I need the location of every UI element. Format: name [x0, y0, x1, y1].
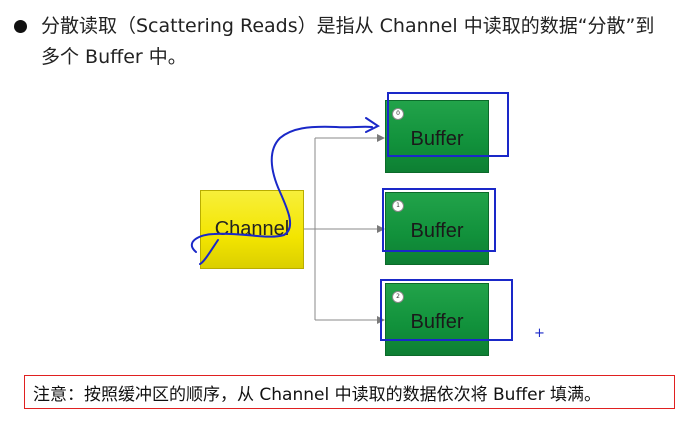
buffer-index-badge-2: 2 — [392, 291, 404, 303]
buffer-index-badge-0: 0 — [392, 108, 404, 120]
buffer-label-0: Buffer — [410, 128, 464, 150]
annotation-plus-mark: + — [534, 326, 545, 341]
buffer-node-1: 1 Buffer — [385, 192, 489, 265]
buffer-node-0: 0 Buffer — [385, 100, 489, 173]
note-callout: 注意：按照缓冲区的顺序，从 Channel 中读取的数据依次将 Buffer 填… — [24, 375, 675, 409]
intro-paragraph: 分散读取（Scattering Reads）是指从 Channel 中读取的数据… — [14, 11, 684, 73]
intro-text: 分散读取（Scattering Reads）是指从 Channel 中读取的数据… — [41, 15, 655, 68]
channel-label: Channel — [214, 218, 290, 240]
buffer-node-2: 2 Buffer — [385, 283, 489, 356]
bullet-icon — [14, 20, 27, 33]
buffer-index-badge-1: 1 — [392, 200, 404, 212]
buffer-label-2: Buffer — [410, 311, 464, 333]
buffer-label-1: Buffer — [410, 220, 464, 242]
note-text: 注意：按照缓冲区的顺序，从 Channel 中读取的数据依次将 Buffer 填… — [33, 384, 602, 405]
channel-node: Channel — [200, 190, 304, 269]
